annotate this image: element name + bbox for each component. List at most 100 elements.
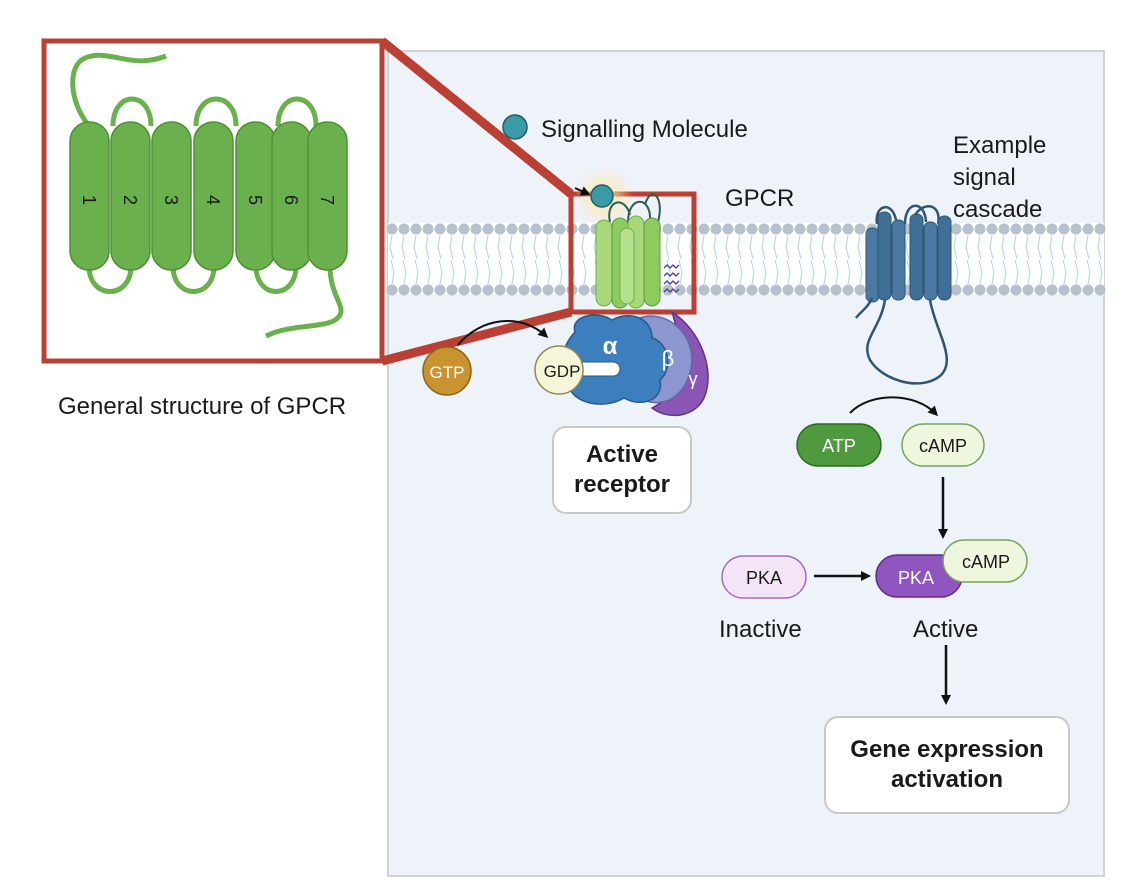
membrane-lipid-tail — [1025, 234, 1030, 260]
inactive-label: Inactive — [719, 616, 802, 643]
membrane-lipid-tail — [389, 234, 394, 260]
membrane-lipid-head — [1034, 284, 1046, 296]
membrane-lipid-tail — [461, 234, 466, 260]
membrane-lipid-head — [710, 284, 722, 296]
membrane-lipid-head — [854, 284, 866, 296]
membrane-lipid-head — [518, 223, 530, 235]
membrane-lipid-tail — [545, 234, 550, 260]
membrane-lipid-tail — [1085, 234, 1090, 260]
membrane-lipid-head — [830, 284, 842, 296]
membrane-lipid-head — [962, 223, 974, 235]
membrane-lipid-tail — [497, 234, 502, 260]
membrane-lipid-tail — [749, 234, 754, 260]
membrane-lipid-head — [998, 223, 1010, 235]
membrane-lipid-tail — [449, 234, 454, 260]
membrane-lipid-tail — [666, 259, 671, 285]
membrane-lipid-head — [434, 284, 446, 296]
membrane-lipid-head — [842, 284, 854, 296]
membrane-lipid-tail — [857, 234, 862, 260]
camp-bound-label: cAMP — [962, 552, 1010, 572]
membrane-lipid-head — [722, 284, 734, 296]
membrane-lipid-tail — [726, 259, 731, 285]
membrane-lipid-head — [1070, 223, 1082, 235]
membrane-lipid-tail — [977, 234, 982, 260]
membrane-lipid-tail — [486, 259, 491, 285]
membrane-lipid-head — [1070, 284, 1082, 296]
membrane-lipid-head — [398, 284, 410, 296]
membrane-lipid-head — [506, 223, 518, 235]
membrane-lipid-tail — [678, 259, 683, 285]
cell-membrane — [386, 223, 1106, 296]
membrane-lipid-tail — [798, 259, 803, 285]
membrane-lipid-tail — [485, 234, 490, 260]
membrane-lipid-head — [806, 223, 818, 235]
membrane-lipid-tail — [833, 234, 838, 260]
helix-1 — [69, 121, 110, 271]
membrane-lipid-tail — [1050, 259, 1055, 285]
membrane-lipid-tail — [425, 234, 430, 260]
membrane-lipid-tail — [822, 259, 827, 285]
membrane-lipid-head — [734, 223, 746, 235]
membrane-lipid-head — [494, 284, 506, 296]
membrane-lipid-tail — [390, 259, 395, 285]
membrane-lipid-head — [1010, 223, 1022, 235]
membrane-lipid-tail — [665, 234, 670, 260]
membrane-lipid-tail — [509, 234, 514, 260]
membrane-lipid-head — [818, 284, 830, 296]
membrane-lipid-tail — [1038, 259, 1043, 285]
membrane-lipid-tail — [534, 259, 539, 285]
membrane-lipid-tail — [401, 234, 406, 260]
membrane-lipid-head — [530, 284, 542, 296]
membrane-lipid-head — [554, 284, 566, 296]
membrane-lipid-head — [950, 223, 962, 235]
membrane-lipid-tail — [845, 234, 850, 260]
membrane-lipid-head — [434, 223, 446, 235]
membrane-lipid-head — [542, 284, 554, 296]
membrane-lipid-head — [386, 223, 398, 235]
example-cascade-line-2: signal — [953, 164, 1016, 191]
membrane-lipid-head — [482, 284, 494, 296]
membrane-lipid-tail — [581, 234, 586, 260]
zoom-callout — [41, 37, 697, 366]
membrane-lipid-head — [1058, 284, 1070, 296]
helix-3 — [151, 121, 192, 271]
membrane-lipid-head — [950, 284, 962, 296]
membrane-lipid-tail — [978, 259, 983, 285]
membrane-lipid-tail — [1097, 234, 1102, 260]
membrane-lipid-head — [1058, 223, 1070, 235]
pka-inactive-label: PKA — [746, 568, 782, 588]
membrane-lipid-head — [470, 223, 482, 235]
membrane-lipid-tail — [557, 234, 562, 260]
membrane-lipid-head — [662, 223, 674, 235]
membrane-lipid-head — [1082, 284, 1094, 296]
membrane-lipid-tail — [1001, 234, 1006, 260]
pka-active-label: PKA — [898, 568, 934, 588]
example-receptor — [854, 204, 952, 385]
active-receptor-line-1: Active — [585, 441, 659, 468]
membrane-lipid-tail — [774, 259, 779, 285]
membrane-lipid-head — [758, 284, 770, 296]
gpcr-structure: 1 2 3 4 5 6 7 — [69, 52, 348, 339]
membrane-lipid-head — [578, 284, 590, 296]
membrane-lipid-head — [710, 223, 722, 235]
atp-conversion-arrow — [849, 396, 939, 417]
membrane-lipid-tail — [750, 259, 755, 285]
membrane-lipid-tail — [1074, 259, 1079, 285]
membrane-lipid-head — [1010, 284, 1022, 296]
membrane-lipid-tail — [797, 234, 802, 260]
helix-number-1: 1 — [79, 195, 99, 205]
membrane-lipid-head — [386, 284, 398, 296]
membrane-lipid-tail — [905, 234, 910, 260]
membrane-lipid-head — [422, 284, 434, 296]
membrane-lipid-head — [446, 223, 458, 235]
example-cascade-line-1: Example — [953, 132, 1047, 159]
membrane-lipid-head — [578, 223, 590, 235]
gdp-molecule — [534, 345, 584, 395]
membrane-lipid-head — [770, 223, 782, 235]
membrane-lipid-tail — [834, 259, 839, 285]
membrane-lipid-tail — [1049, 234, 1054, 260]
membrane-lipid-head — [398, 223, 410, 235]
membrane-lipid-head — [698, 284, 710, 296]
membrane-lipid-tail — [1026, 259, 1031, 285]
helix-number-7: 7 — [317, 195, 337, 205]
